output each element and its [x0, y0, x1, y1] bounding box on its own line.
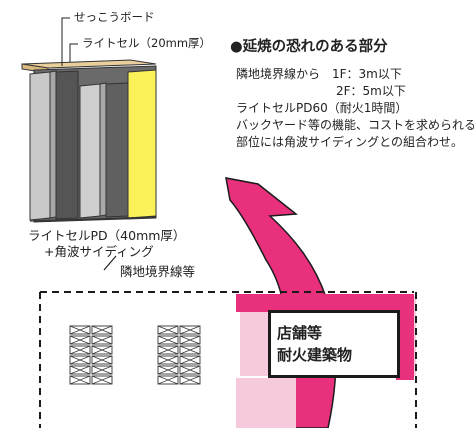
- parking-mark: [91, 355, 113, 365]
- parking-mark: [179, 355, 201, 365]
- panel-strip-3-side: [99, 82, 107, 217]
- desc-line-5: 部位には角波サイディングとの組合わせ。: [236, 135, 464, 149]
- parking-mark: [91, 345, 113, 355]
- desc-line-4: バックヤード等の機能、コストを求められる: [236, 118, 474, 132]
- light-cell-layer: [127, 69, 157, 219]
- building-name-line2: 耐火建築物: [277, 346, 353, 364]
- fire-risk-zone-lower: [236, 378, 296, 428]
- site-boundary: [39, 291, 417, 428]
- section-heading: ●延焼の恐れのある部分: [230, 39, 388, 55]
- leader-light-cell: [69, 43, 78, 62]
- parking-mark: [69, 325, 91, 335]
- building-side-band: [396, 294, 414, 380]
- parking-mark: [179, 365, 201, 375]
- parking-mark: [157, 355, 179, 365]
- parking-mark: [157, 375, 179, 385]
- light-cell-label: ライトセル（20mm厚）: [82, 36, 212, 50]
- desc-line-2: 2F：5m以下: [336, 84, 406, 98]
- leader-gypsum: [61, 17, 70, 66]
- panel-strip-4: [105, 82, 129, 218]
- desc-line-1: 隣地境界線から 1F：3m以下: [236, 67, 402, 81]
- parking-mark: [91, 325, 113, 335]
- boundary-label: 隣地境界線等: [120, 264, 196, 279]
- building: [268, 310, 400, 378]
- building-name-line1: 店舗等: [277, 324, 323, 342]
- parking-mark: [91, 335, 113, 345]
- parking-mark: [91, 375, 113, 385]
- section-description: 隣地境界線から 1F：3m以下 2F：5m以下 ライトセルPD60（耐火1時間）…: [236, 66, 474, 151]
- parking-mark: [69, 365, 91, 375]
- parking-mark: [179, 375, 201, 385]
- parking-mark: [179, 345, 201, 355]
- parking-mark: [69, 345, 91, 355]
- panel-strip-1: [29, 71, 51, 221]
- leader-lines: [61, 17, 78, 66]
- parking-mark: [179, 325, 201, 335]
- desc-line-3: ライトセルPD60（耐火1時間）: [236, 101, 408, 115]
- building-roof-band: [236, 294, 414, 312]
- parking-mark: [157, 335, 179, 345]
- wall-panel-illustration: [21, 59, 157, 223]
- panel-caption-line1: ライトセルPD（40mm厚）: [28, 228, 186, 243]
- parking-mark: [69, 355, 91, 365]
- parking-mark: [91, 365, 113, 375]
- parking-mark: [179, 335, 201, 345]
- panel-caption-line2: +角波サイディング: [44, 244, 154, 259]
- parking-mark: [69, 375, 91, 385]
- boundary-pointer: [103, 255, 117, 271]
- panel-strip-3: [79, 83, 101, 219]
- panel-strip-1-side: [49, 70, 57, 219]
- parking-mark: [157, 345, 179, 355]
- parking-mark: [69, 335, 91, 345]
- parking-mark: [157, 325, 179, 335]
- panel-strip-2: [55, 70, 79, 220]
- gypsum-board-label: せっこうボード: [74, 10, 155, 24]
- parking-mark: [157, 365, 179, 375]
- parking-marks: [69, 325, 201, 385]
